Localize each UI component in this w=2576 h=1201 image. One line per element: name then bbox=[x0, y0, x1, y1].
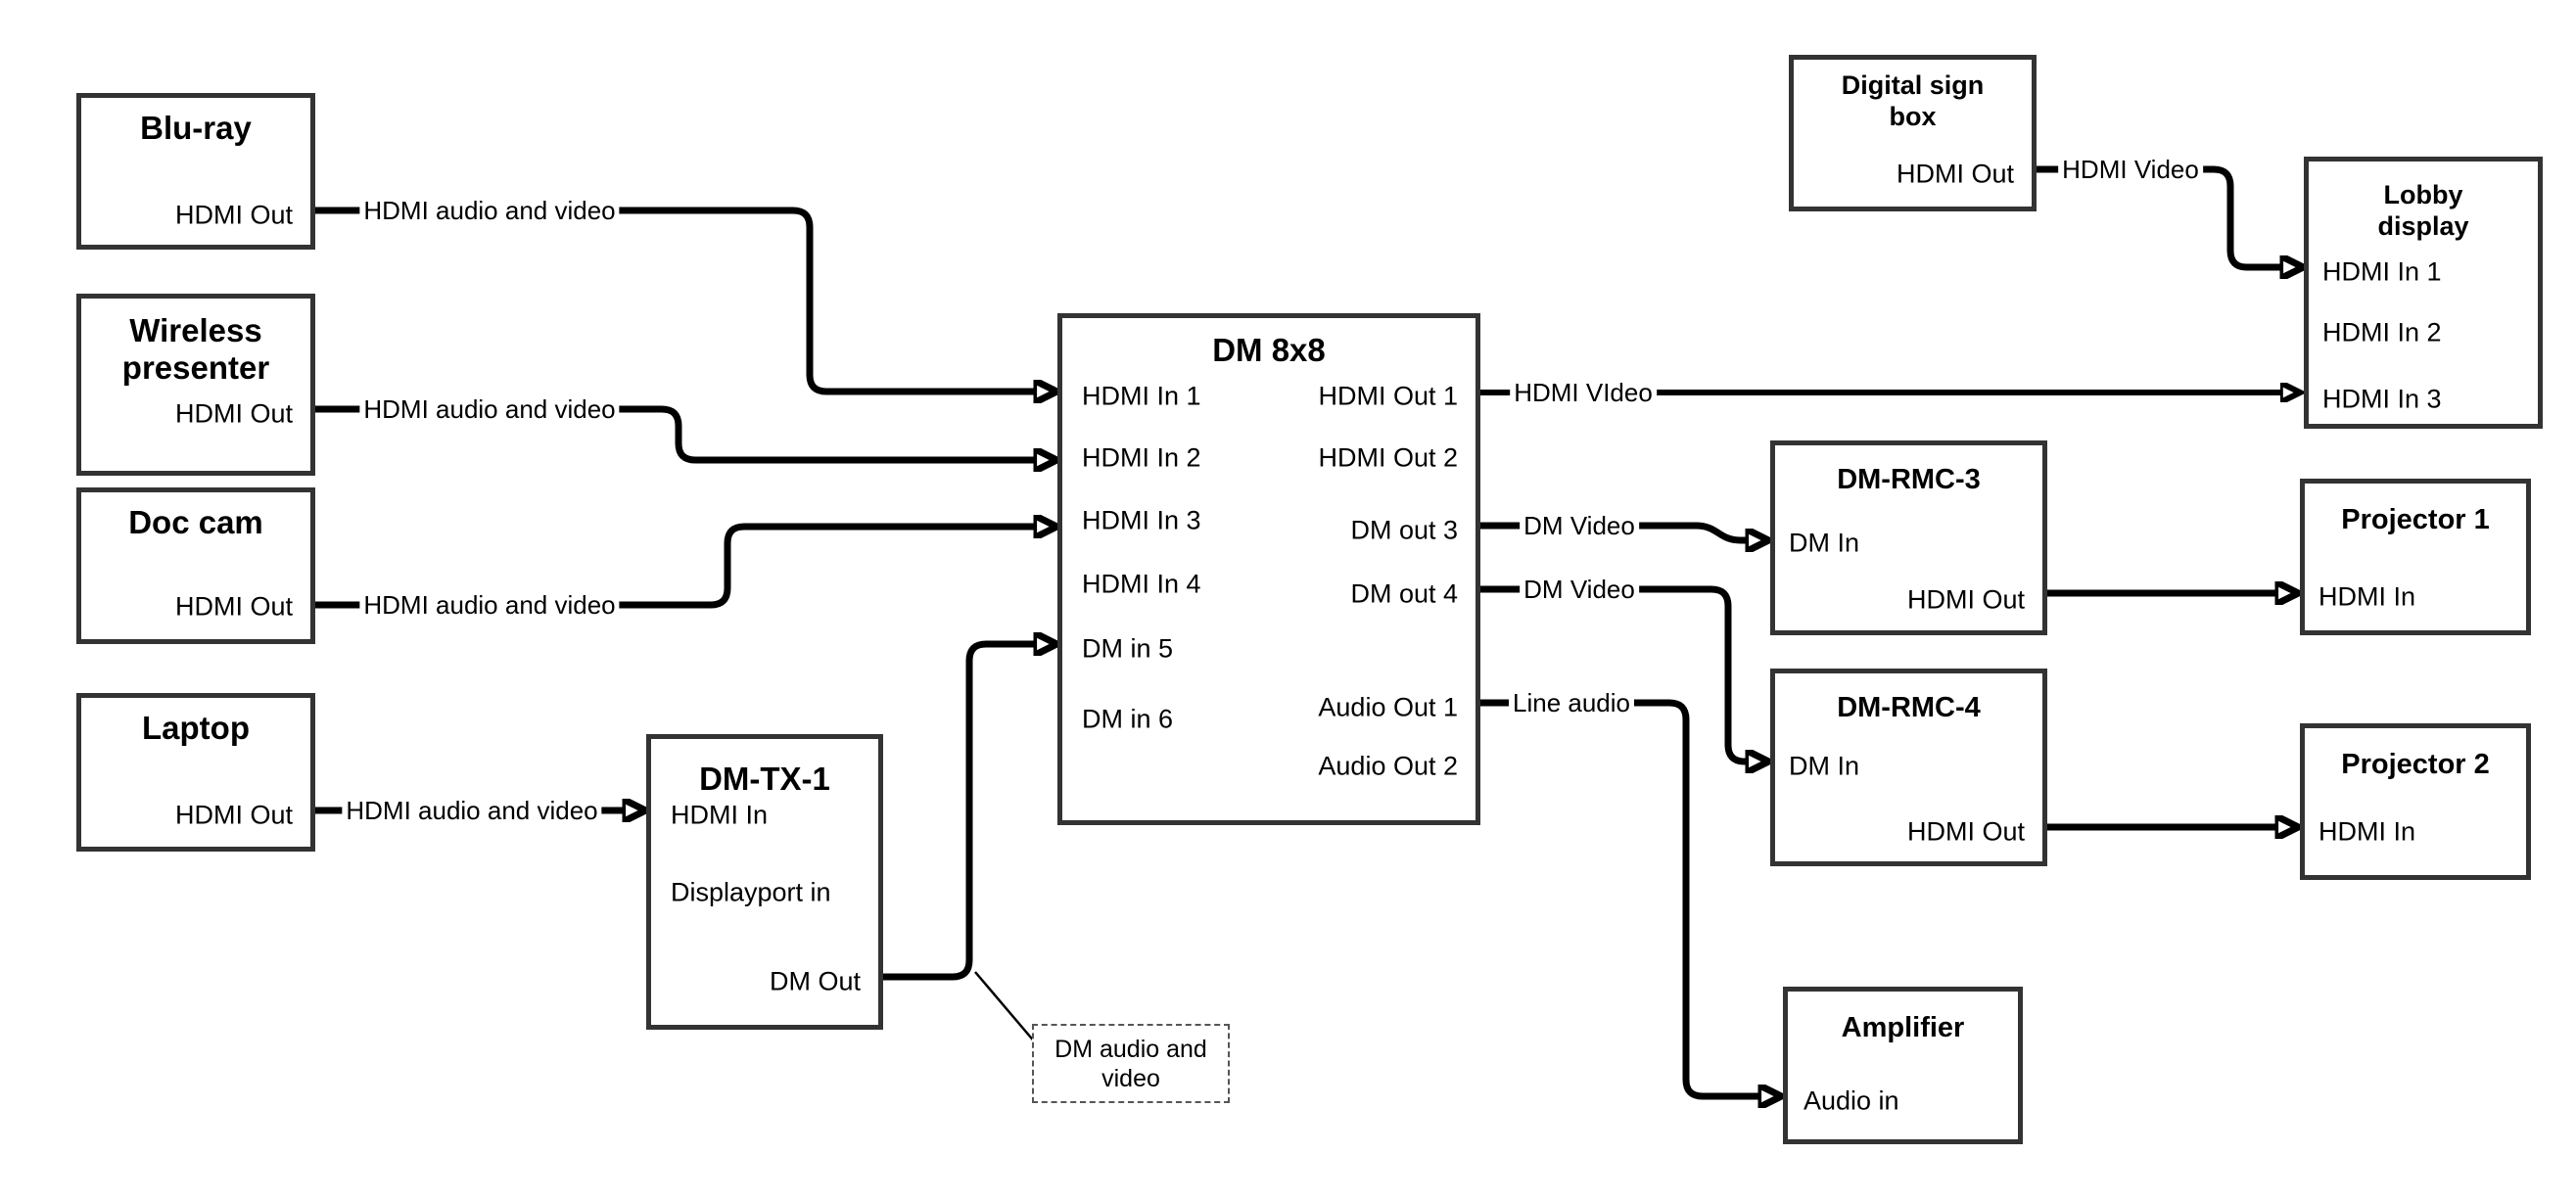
node-doccam-title: Doc cam bbox=[128, 504, 263, 540]
edge-label-bluray: HDMI audio and video bbox=[359, 198, 620, 223]
node-doc-cam: Doc cam HDMI Out bbox=[76, 487, 315, 644]
port-dm8x8-hdmi-out-1: HDMI Out 1 bbox=[1318, 381, 1458, 411]
edge-label-hdmi-video-2: HDMI Video bbox=[2058, 157, 2203, 182]
callout-text: DM audio and video bbox=[1054, 1035, 1207, 1092]
port-wireless-hdmi-out: HDMI Out bbox=[174, 398, 293, 429]
port-dm8x8-audio-out-2: Audio Out 2 bbox=[1318, 751, 1458, 781]
port-dm8x8-hdmi-in-1: HDMI In 1 bbox=[1082, 381, 1201, 411]
port-dmrmc4-hdmi-out: HDMI Out bbox=[1906, 816, 2025, 847]
node-dm-8x8: DM 8x8 HDMI In 1 HDMI In 2 HDMI In 3 HDM… bbox=[1057, 313, 1480, 825]
node-projector-1: Projector 1 HDMI In bbox=[2300, 479, 2531, 635]
port-dmrmc3-dm-in: DM In bbox=[1789, 528, 1860, 558]
node-bluray: Blu-ray HDMI Out bbox=[76, 93, 315, 250]
port-dm8x8-dm-out-4: DM out 4 bbox=[1350, 578, 1458, 609]
edge-audioout1-to-amplifier bbox=[1623, 699, 1759, 1096]
edge-label-doccam: HDMI audio and video bbox=[359, 592, 620, 618]
node-dm-tx-1: DM-TX-1 HDMI In Displayport in DM Out bbox=[646, 734, 883, 1030]
edge-digitalsign-to-lobby bbox=[2196, 165, 2281, 267]
port-dm8x8-dm-in-5: DM in 5 bbox=[1082, 633, 1174, 664]
node-bluray-title: Blu-ray bbox=[140, 110, 252, 146]
port-proj1-hdmi-in: HDMI In bbox=[2318, 581, 2416, 612]
port-dmtx1-dm-out: DM Out bbox=[769, 966, 861, 996]
node-dmtx1-title: DM-TX-1 bbox=[699, 761, 830, 797]
edge-dmtx1-to-dm8x8 bbox=[883, 644, 1035, 981]
port-dm8x8-hdmi-in-2: HDMI In 2 bbox=[1082, 442, 1201, 473]
node-dm-rmc-3: DM-RMC-3 DM In HDMI Out bbox=[1770, 440, 2047, 635]
port-dm8x8-hdmi-out-2: HDMI Out 2 bbox=[1318, 442, 1458, 473]
edge-doccam-to-dm8x8 bbox=[607, 527, 1035, 609]
port-dm8x8-hdmi-in-3: HDMI In 3 bbox=[1082, 505, 1201, 535]
edge-dmout4-to-dmrmc4 bbox=[1638, 585, 1747, 762]
node-laptop-title: Laptop bbox=[142, 710, 250, 746]
port-dmrmc3-hdmi-out: HDMI Out bbox=[1906, 584, 2025, 615]
node-amplifier-title: Amplifier bbox=[1841, 1012, 1965, 1043]
callout-dm-audio-video: DM audio and video bbox=[1032, 1024, 1230, 1103]
callout-leader-line bbox=[974, 971, 1037, 1044]
node-dmrmc4-title: DM-RMC-4 bbox=[1837, 692, 1981, 723]
edge-dmout3-to-dmrmc3 bbox=[1638, 522, 1747, 540]
edge-label-dm-video-3: DM Video bbox=[1520, 513, 1639, 538]
port-dm8x8-dm-out-3: DM out 3 bbox=[1350, 515, 1458, 545]
port-proj2-hdmi-in: HDMI In bbox=[2318, 816, 2416, 847]
edge-wireless-to-dm8x8 bbox=[607, 405, 1035, 460]
node-wireless-title: Wireless presenter bbox=[121, 312, 270, 386]
edge-label-hdmi-video-1: HDMI VIdeo bbox=[1510, 380, 1657, 405]
port-lobby-hdmi-in-2: HDMI In 2 bbox=[2322, 317, 2442, 347]
edge-label-dm-video-4: DM Video bbox=[1520, 577, 1639, 602]
port-dm8x8-hdmi-in-4: HDMI In 4 bbox=[1082, 569, 1201, 599]
node-lobby-title: Lobby display bbox=[2377, 180, 2469, 241]
port-laptop-hdmi-out: HDMI Out bbox=[174, 800, 293, 830]
port-dm8x8-dm-in-6: DM in 6 bbox=[1082, 704, 1174, 734]
port-doccam-hdmi-out: HDMI Out bbox=[174, 591, 293, 622]
port-bluray-hdmi-out: HDMI Out bbox=[174, 200, 293, 230]
node-wireless-presenter: Wireless presenter HDMI Out bbox=[76, 294, 315, 476]
node-digital-sign-box: Digital sign box HDMI Out bbox=[1789, 55, 2037, 211]
node-digitalsign-title: Digital sign box bbox=[1841, 70, 1985, 131]
node-dm-rmc-4: DM-RMC-4 DM In HDMI Out bbox=[1770, 669, 2047, 866]
node-projector-2: Projector 2 HDMI In bbox=[2300, 723, 2531, 880]
port-digitalsign-hdmi-out: HDMI Out bbox=[1896, 159, 2014, 189]
node-proj2-title: Projector 2 bbox=[2341, 749, 2490, 780]
node-dm8x8-title: DM 8x8 bbox=[1212, 332, 1326, 368]
node-dmrmc3-title: DM-RMC-3 bbox=[1837, 464, 1981, 495]
edge-label-line-audio: Line audio bbox=[1509, 690, 1634, 716]
port-dmtx1-displayport-in: Displayport in bbox=[671, 877, 831, 907]
node-laptop: Laptop HDMI Out bbox=[76, 693, 315, 852]
port-lobby-hdmi-in-3: HDMI In 3 bbox=[2322, 384, 2442, 414]
node-proj1-title: Projector 1 bbox=[2341, 504, 2490, 535]
port-lobby-hdmi-in-1: HDMI In 1 bbox=[2322, 256, 2442, 287]
node-amplifier: Amplifier Audio in bbox=[1783, 987, 2023, 1144]
node-lobby-display: Lobby display HDMI In 1 HDMI In 2 HDMI I… bbox=[2304, 157, 2543, 429]
port-dmrmc4-dm-in: DM In bbox=[1789, 751, 1860, 781]
port-amplifier-audio-in: Audio in bbox=[1803, 1086, 1899, 1116]
edge-bluray-to-dm8x8 bbox=[607, 207, 1035, 392]
port-dmtx1-hdmi-in: HDMI In bbox=[671, 800, 769, 830]
edge-label-wireless: HDMI audio and video bbox=[359, 396, 620, 422]
edge-label-laptop: HDMI audio and video bbox=[342, 798, 602, 823]
port-dm8x8-audio-out-1: Audio Out 1 bbox=[1318, 692, 1458, 722]
